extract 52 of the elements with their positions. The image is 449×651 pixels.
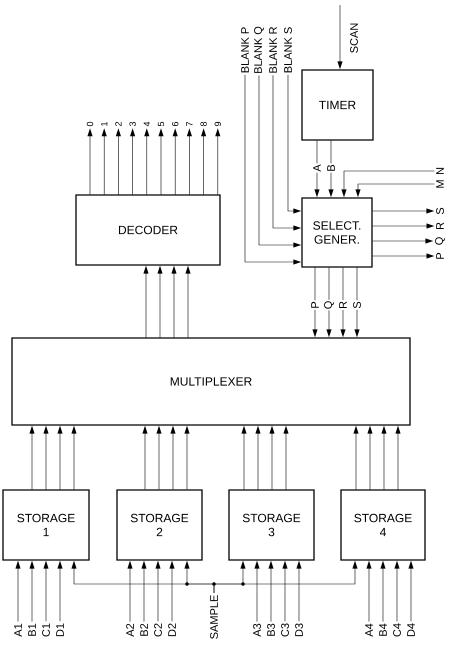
signal-label: N: [436, 168, 444, 174]
signal-label: S: [436, 208, 444, 214]
block-box: TIMER: [301, 69, 374, 141]
signal-label: B4: [379, 624, 387, 636]
signal-label: 6: [172, 122, 178, 126]
block-box: SELECT. GENER.: [301, 197, 373, 268]
signal-label: A2: [126, 624, 134, 637]
signal-label: D3: [295, 623, 303, 636]
signal-label: C4: [393, 623, 401, 636]
signal-label: R: [436, 222, 444, 230]
block-box: MULTIPLEXER: [11, 337, 411, 426]
block-box: STORAGE 4: [340, 489, 426, 561]
signal-label: M: [436, 180, 444, 188]
signal-label: A4: [365, 624, 373, 637]
edge-label: Q: [323, 300, 335, 310]
signal-label: C3: [281, 623, 289, 636]
signal-label: 1: [101, 122, 108, 126]
signal-label: Q: [435, 237, 445, 245]
signal-label: 0: [86, 122, 94, 126]
edge-label: R: [338, 300, 348, 310]
block-box: STORAGE 2: [116, 489, 203, 561]
block-box: STORAGE 1: [2, 489, 90, 561]
block-box: DECODER: [75, 194, 221, 266]
signal-label: SAMPLE: [210, 595, 218, 639]
signal-label: P: [436, 252, 444, 259]
signal-label: 5: [158, 122, 164, 126]
signal-label: 9: [214, 122, 221, 126]
signal-label: BLANK S: [284, 27, 292, 72]
signal-label: B1: [28, 624, 36, 636]
signal-label: D1: [56, 624, 64, 636]
signal-label: 7: [186, 122, 192, 126]
signal-label: BLANK P: [241, 27, 249, 72]
signal-label: BLANK Q: [254, 26, 264, 73]
edge-label: S: [352, 300, 362, 310]
signal-label: 3: [129, 122, 136, 126]
signal-label: 4: [144, 122, 150, 126]
signal-label: C2: [154, 624, 162, 636]
edge-label: SCAN: [349, 22, 359, 54]
signal-label: 2: [115, 122, 122, 126]
edge-label: P: [310, 300, 320, 310]
signal-label: BLANK R: [269, 27, 277, 73]
signal-label: B3: [267, 624, 275, 636]
signal-label: D4: [407, 623, 415, 636]
signal-label: D2: [168, 624, 176, 636]
edge-label: B: [326, 163, 336, 173]
signal-label: A1: [14, 624, 22, 637]
signal-label: 8: [200, 122, 207, 126]
block-box: STORAGE 3: [228, 489, 315, 561]
signal-label: A3: [253, 624, 261, 637]
edge-label: A: [312, 163, 322, 173]
signal-label: C1: [42, 624, 50, 636]
signal-label: B2: [140, 624, 148, 636]
